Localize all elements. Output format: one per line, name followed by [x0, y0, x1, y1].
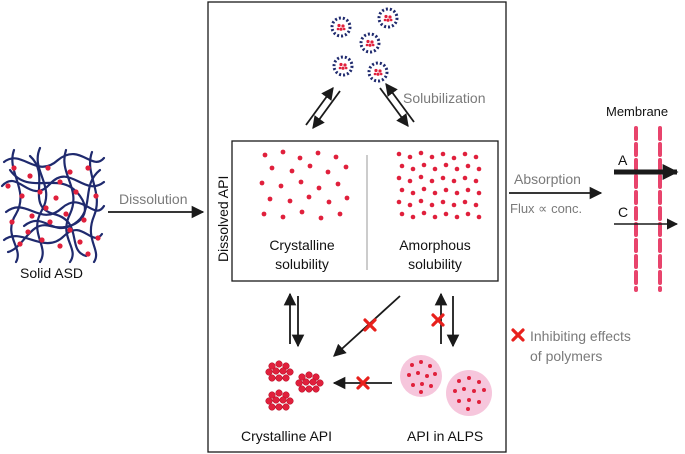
- solubilization-label: Solubilization: [403, 90, 486, 106]
- crystalline-solubility-label-line2: solubility: [275, 256, 329, 272]
- route-a-label: A: [618, 152, 628, 168]
- route-c-label: C: [618, 204, 629, 220]
- flux-label: Flux ∝ conc.: [510, 201, 583, 216]
- dissolved-api-label: Dissolved API: [215, 175, 231, 262]
- solubilization-equilibrium-arrows: [305, 82, 415, 130]
- crystalline-solubility-particles: [259, 149, 350, 221]
- micelle-icon: [330, 7, 399, 83]
- legend-label-line2: of polymers: [530, 348, 603, 364]
- red-x-icon: [356, 313, 525, 390]
- crystalline-solubility-label-line1: Crystalline: [269, 237, 335, 253]
- solid-asd-polymer-icon: [0, 146, 106, 264]
- api-in-alps-label: API in ALPS: [407, 428, 484, 444]
- amorphous-solubility-particles: [396, 150, 482, 220]
- membrane-icon: [634, 126, 662, 292]
- absorption-label: Absorption: [514, 171, 581, 187]
- dissolved-api-frame: [207, 1, 507, 453]
- crystalline-api-label: Crystalline API: [241, 428, 333, 444]
- alps-droplet-icon: [400, 355, 492, 416]
- crystal-cluster-icon: [265, 360, 324, 411]
- crystalline-equilibrium-arrows: [283, 292, 305, 348]
- membrane-label: Membrane: [606, 104, 669, 119]
- legend-label-line1: Inhibiting effects: [530, 328, 631, 344]
- alps-equilibrium-arrows: [434, 292, 460, 348]
- solid-asd-label: Solid ASD: [20, 265, 84, 281]
- solid-asd-api-particles: [5, 165, 101, 257]
- dissolution-label: Dissolution: [119, 191, 188, 207]
- solubility-box: [231, 140, 499, 282]
- amorphous-solubility-label-line1: Amorphous: [399, 237, 471, 253]
- amorphous-solubility-label-line2: solubility: [408, 256, 462, 272]
